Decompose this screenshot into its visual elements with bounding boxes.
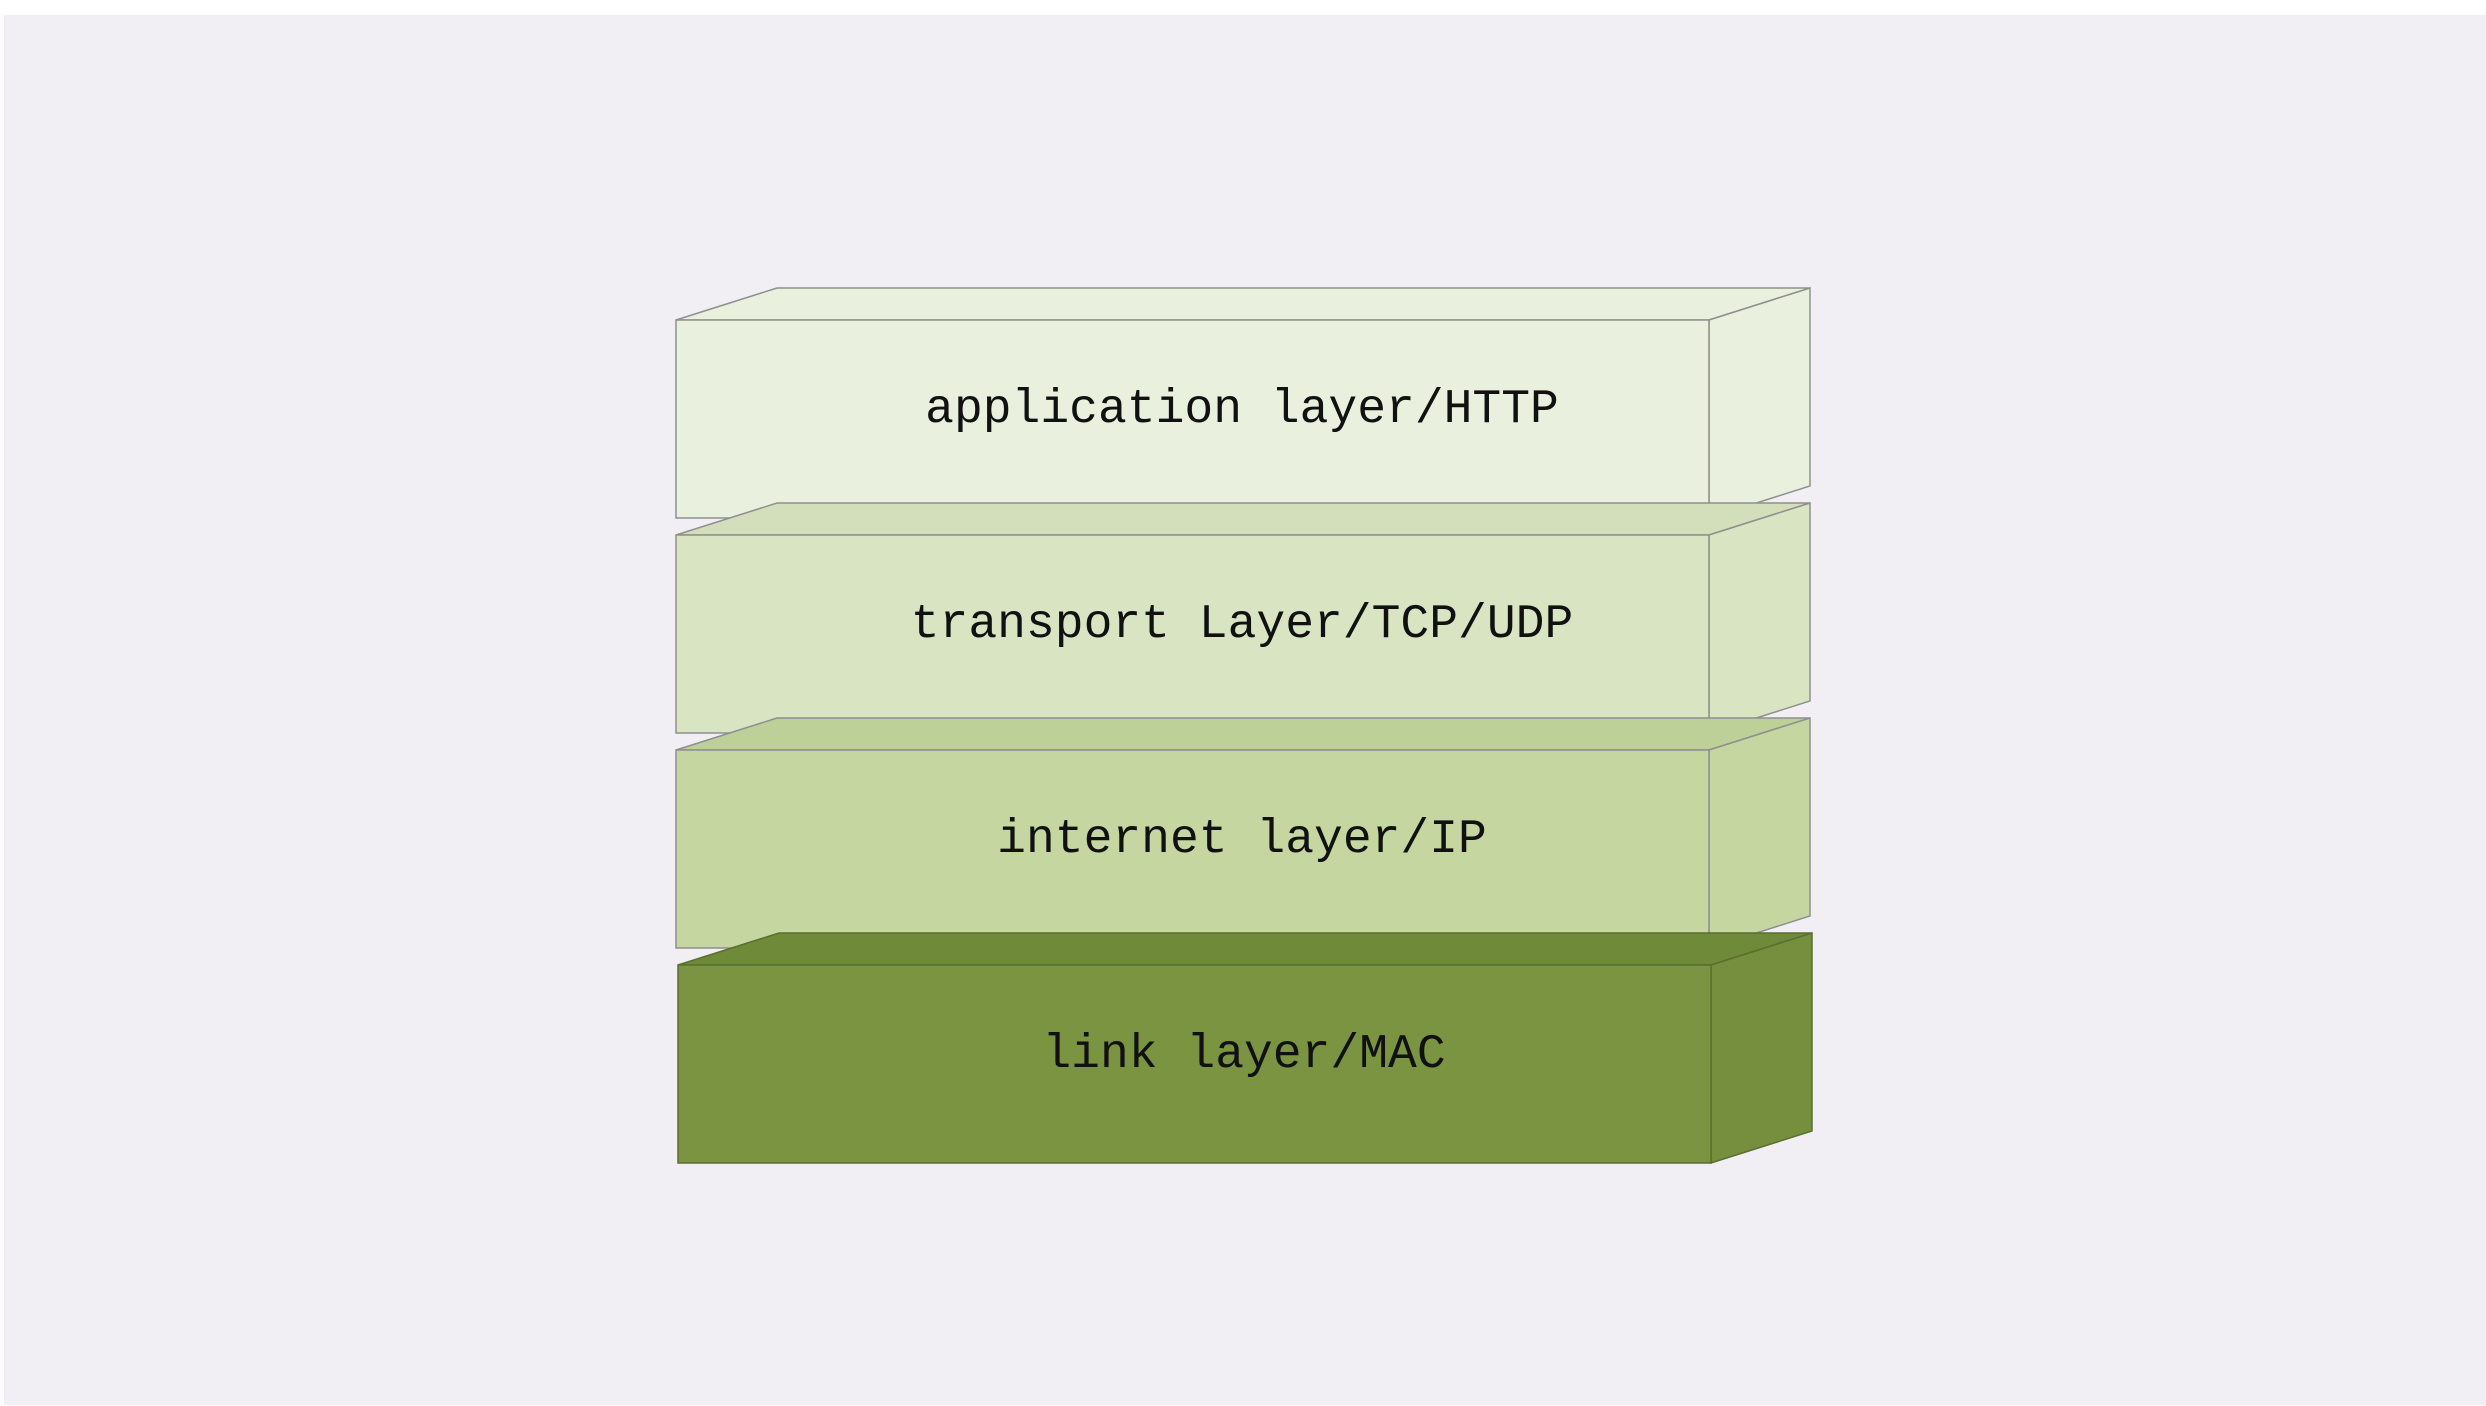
layer-application-top: [675, 287, 1811, 321]
layer-transport: transport Layer/TCP/UDP: [675, 501, 1811, 735]
layer-transport-label: transport Layer/TCP/UDP: [911, 598, 1574, 652]
layer-link-front: [677, 964, 1712, 1164]
layer-link-label: link layer/MAC: [1042, 1028, 1445, 1082]
layer-transport-top: [675, 502, 1811, 536]
layer-internet: internet layer/IP: [675, 716, 1811, 950]
layer-transport-side: [1708, 501, 1811, 735]
layer-application: application layer/HTTP: [675, 286, 1811, 520]
layer-transport-front: [675, 534, 1710, 734]
layer-link-side: [1710, 931, 1813, 1165]
layer-link: link layer/MAC: [677, 931, 1813, 1165]
layer-internet-label: internet layer/IP: [997, 813, 1487, 867]
layer-application-side: [1708, 286, 1811, 520]
layer-application-label: application layer/HTTP: [925, 383, 1559, 437]
layer-application-front: [675, 319, 1710, 519]
layer-internet-top: [675, 717, 1811, 751]
layer-internet-side: [1708, 716, 1811, 950]
layer-link-top: [677, 932, 1813, 966]
layer-internet-front: [675, 749, 1710, 949]
